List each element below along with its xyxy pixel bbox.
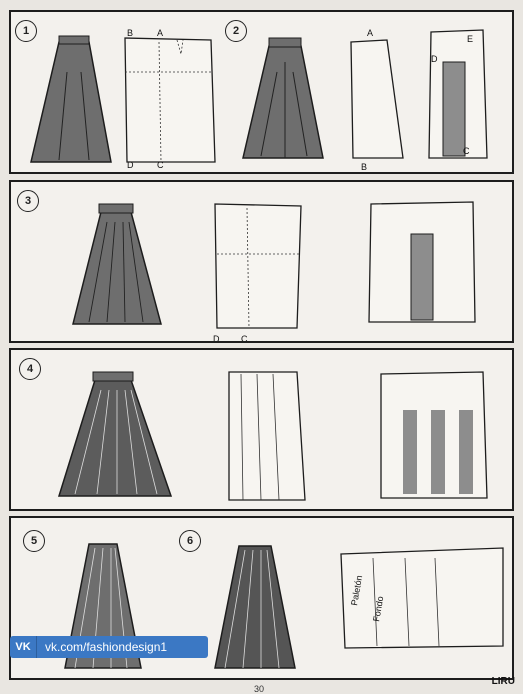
vk-logo-icon: VK xyxy=(10,636,37,658)
pattern-3 xyxy=(214,203,302,329)
label-1-c: C xyxy=(157,160,164,170)
label-1-d: D xyxy=(127,160,134,170)
corner-text: LIRU xyxy=(491,676,515,687)
skirt-4 xyxy=(57,379,173,497)
label-3-d: D xyxy=(213,334,220,341)
label-2-d: D xyxy=(431,54,438,64)
step-number-4: 4 xyxy=(19,358,41,380)
label-1-a: A xyxy=(157,28,163,38)
label-2-b: B xyxy=(361,162,367,172)
skirt-2 xyxy=(242,45,324,159)
panel-row-1: 1 2 B A D C A B D E C xyxy=(9,10,514,174)
label-1-b: B xyxy=(127,28,133,38)
pattern-4 xyxy=(228,371,306,501)
skirt-6 xyxy=(214,545,296,669)
panel-2-drawings: D C xyxy=(72,201,476,341)
panel-1-drawings: B A D C A B D E C xyxy=(30,28,488,172)
step-number-1: 1 xyxy=(15,20,37,42)
label-3-c: C xyxy=(241,334,248,341)
label-2-c: C xyxy=(463,146,470,156)
label-6-fondo: Fondo xyxy=(371,595,385,622)
step-number-2: 2 xyxy=(225,20,247,42)
step-number-3: 3 xyxy=(17,190,39,212)
step-number-6: 6 xyxy=(179,530,201,552)
panel-3-drawings xyxy=(57,371,488,501)
pattern-2a xyxy=(350,39,404,159)
panel-row-2: 3 D C xyxy=(9,180,514,343)
page-number: 30 xyxy=(254,684,265,694)
skirt-1 xyxy=(30,41,112,163)
panel-row-3: 4 xyxy=(9,348,514,511)
vk-watermark[interactable]: VK vk.com/fashiondesign1 xyxy=(10,636,208,658)
panel-row-4: 5 6 Paletón Fondo xyxy=(9,516,514,680)
label-2-a: A xyxy=(367,28,373,38)
step-number-5: 5 xyxy=(23,530,45,552)
skirt-3 xyxy=(72,211,162,325)
pattern-1 xyxy=(124,37,216,163)
pattern-6 xyxy=(340,547,504,649)
vk-url[interactable]: vk.com/fashiondesign1 xyxy=(45,640,168,654)
label-2-e: E xyxy=(467,34,473,44)
